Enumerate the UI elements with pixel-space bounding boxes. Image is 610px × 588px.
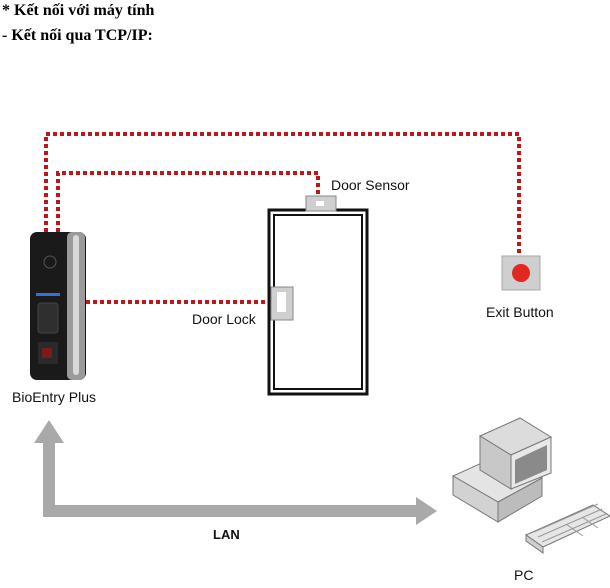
lan-label: LAN bbox=[213, 527, 240, 542]
pc-icon bbox=[451, 417, 610, 554]
exit-button-label: Exit Button bbox=[486, 304, 554, 320]
door-lock-label: Door Lock bbox=[192, 311, 257, 327]
bioentry-plus-device bbox=[30, 232, 86, 380]
section-heading: * Kết nối với máy tính bbox=[2, 2, 155, 19]
subsection-heading: - Kết nối qua TCP/IP: bbox=[2, 27, 153, 44]
door-sensor bbox=[305, 195, 337, 212]
pc-label: PC bbox=[514, 567, 533, 583]
exit-button bbox=[501, 255, 541, 291]
device-label: BioEntry Plus bbox=[12, 389, 96, 405]
door-sensor-wire bbox=[56, 171, 320, 232]
lan-arrow bbox=[34, 420, 437, 525]
door-lock bbox=[270, 286, 294, 321]
exit-button-wire bbox=[44, 132, 521, 258]
door-sensor-label: Door Sensor bbox=[331, 177, 410, 193]
